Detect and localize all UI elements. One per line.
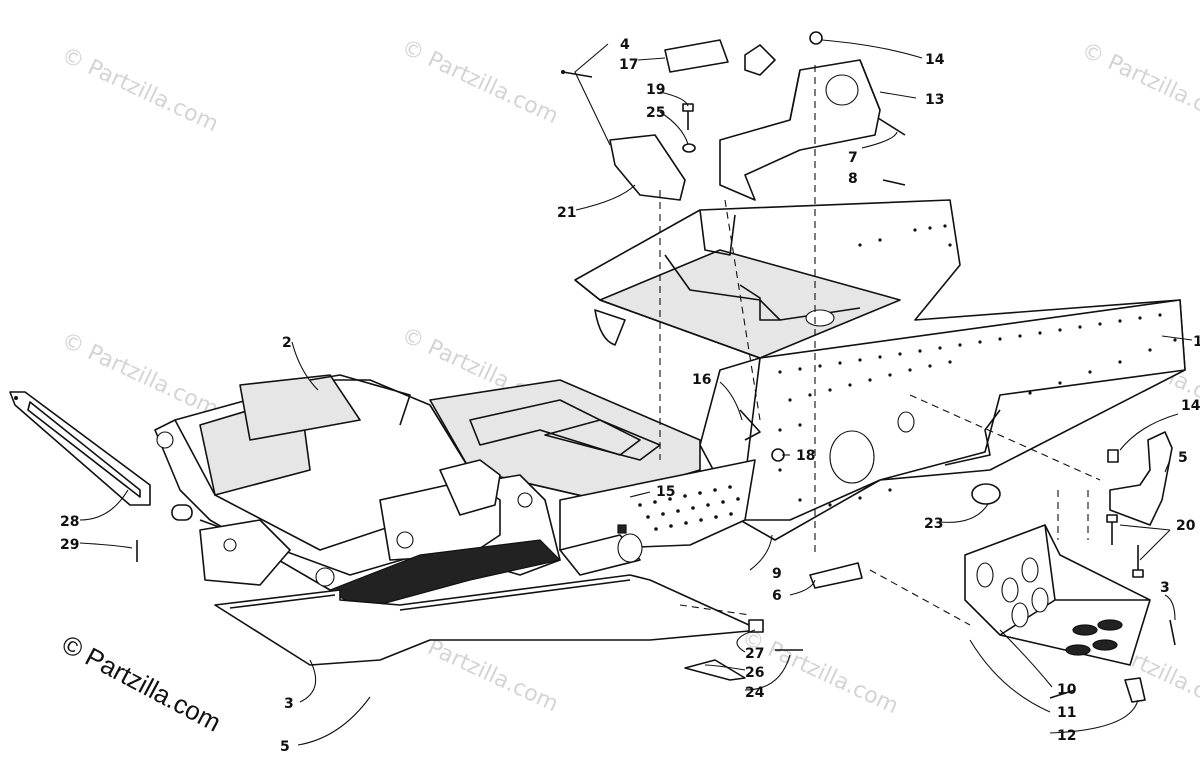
callout-8: 8 <box>848 171 858 187</box>
small-plates <box>609 39 776 201</box>
callout-17: 17 <box>619 57 638 73</box>
callout-5: 5 <box>1178 450 1188 466</box>
callout-24: 24 <box>745 685 765 701</box>
callout-9: 9 <box>772 566 782 582</box>
callout-16: 16 <box>692 372 711 388</box>
callout-26: 26 <box>745 665 764 681</box>
bulkhead <box>429 379 701 501</box>
copyright-text: © Partzilla.com <box>57 629 226 738</box>
callout-6: 6 <box>772 588 782 604</box>
fasteners <box>136 31 1176 699</box>
callout-27: 27 <box>745 646 764 662</box>
callout-13: 13 <box>925 92 944 108</box>
callout-11: 11 <box>1057 705 1076 721</box>
callout-10: 10 <box>1057 682 1077 698</box>
rivet-row <box>778 224 1177 507</box>
callout-1: 1 <box>1193 334 1200 350</box>
callout-21: 21 <box>557 205 576 221</box>
watermark: © Partzilla.com <box>1077 38 1200 132</box>
watermark: © Partzilla.com <box>57 43 221 137</box>
watermark: © Partzilla.com <box>57 328 221 422</box>
steering-tube <box>559 533 643 576</box>
belly-pan <box>214 574 761 666</box>
callout-25: 25 <box>646 105 665 121</box>
leader-lines <box>79 39 1193 746</box>
alignment-lines <box>659 65 1101 626</box>
callout-5: 5 <box>280 739 290 755</box>
callout-23: 23 <box>924 516 943 532</box>
callout-15: 15 <box>656 484 675 500</box>
watermark: © Partzilla.com <box>397 35 561 129</box>
callout-12: 12 <box>1057 728 1076 744</box>
callout-4: 4 <box>620 37 630 53</box>
callout-29: 29 <box>60 537 79 553</box>
callout-2: 2 <box>282 335 292 351</box>
bumper-bracket <box>9 391 151 506</box>
callout-3: 3 <box>1160 580 1170 596</box>
chassis-tunnel <box>574 199 1186 541</box>
footrest <box>964 431 1173 703</box>
callout-14: 14 <box>1181 398 1200 414</box>
callout-28: 28 <box>60 514 79 530</box>
callout-3: 3 <box>284 696 294 712</box>
front-cradle <box>154 374 562 611</box>
callout-7: 7 <box>848 150 858 166</box>
callout-20: 20 <box>1176 518 1196 534</box>
perforated-plate <box>559 459 756 551</box>
callout-14: 14 <box>925 52 945 68</box>
callout-labels: 1 2 3 3 4 5 5 6 7 8 9 10 11 12 13 14 14 … <box>60 37 1200 755</box>
callout-18: 18 <box>796 448 815 464</box>
steering-support <box>719 59 906 201</box>
callout-19: 19 <box>646 82 665 98</box>
